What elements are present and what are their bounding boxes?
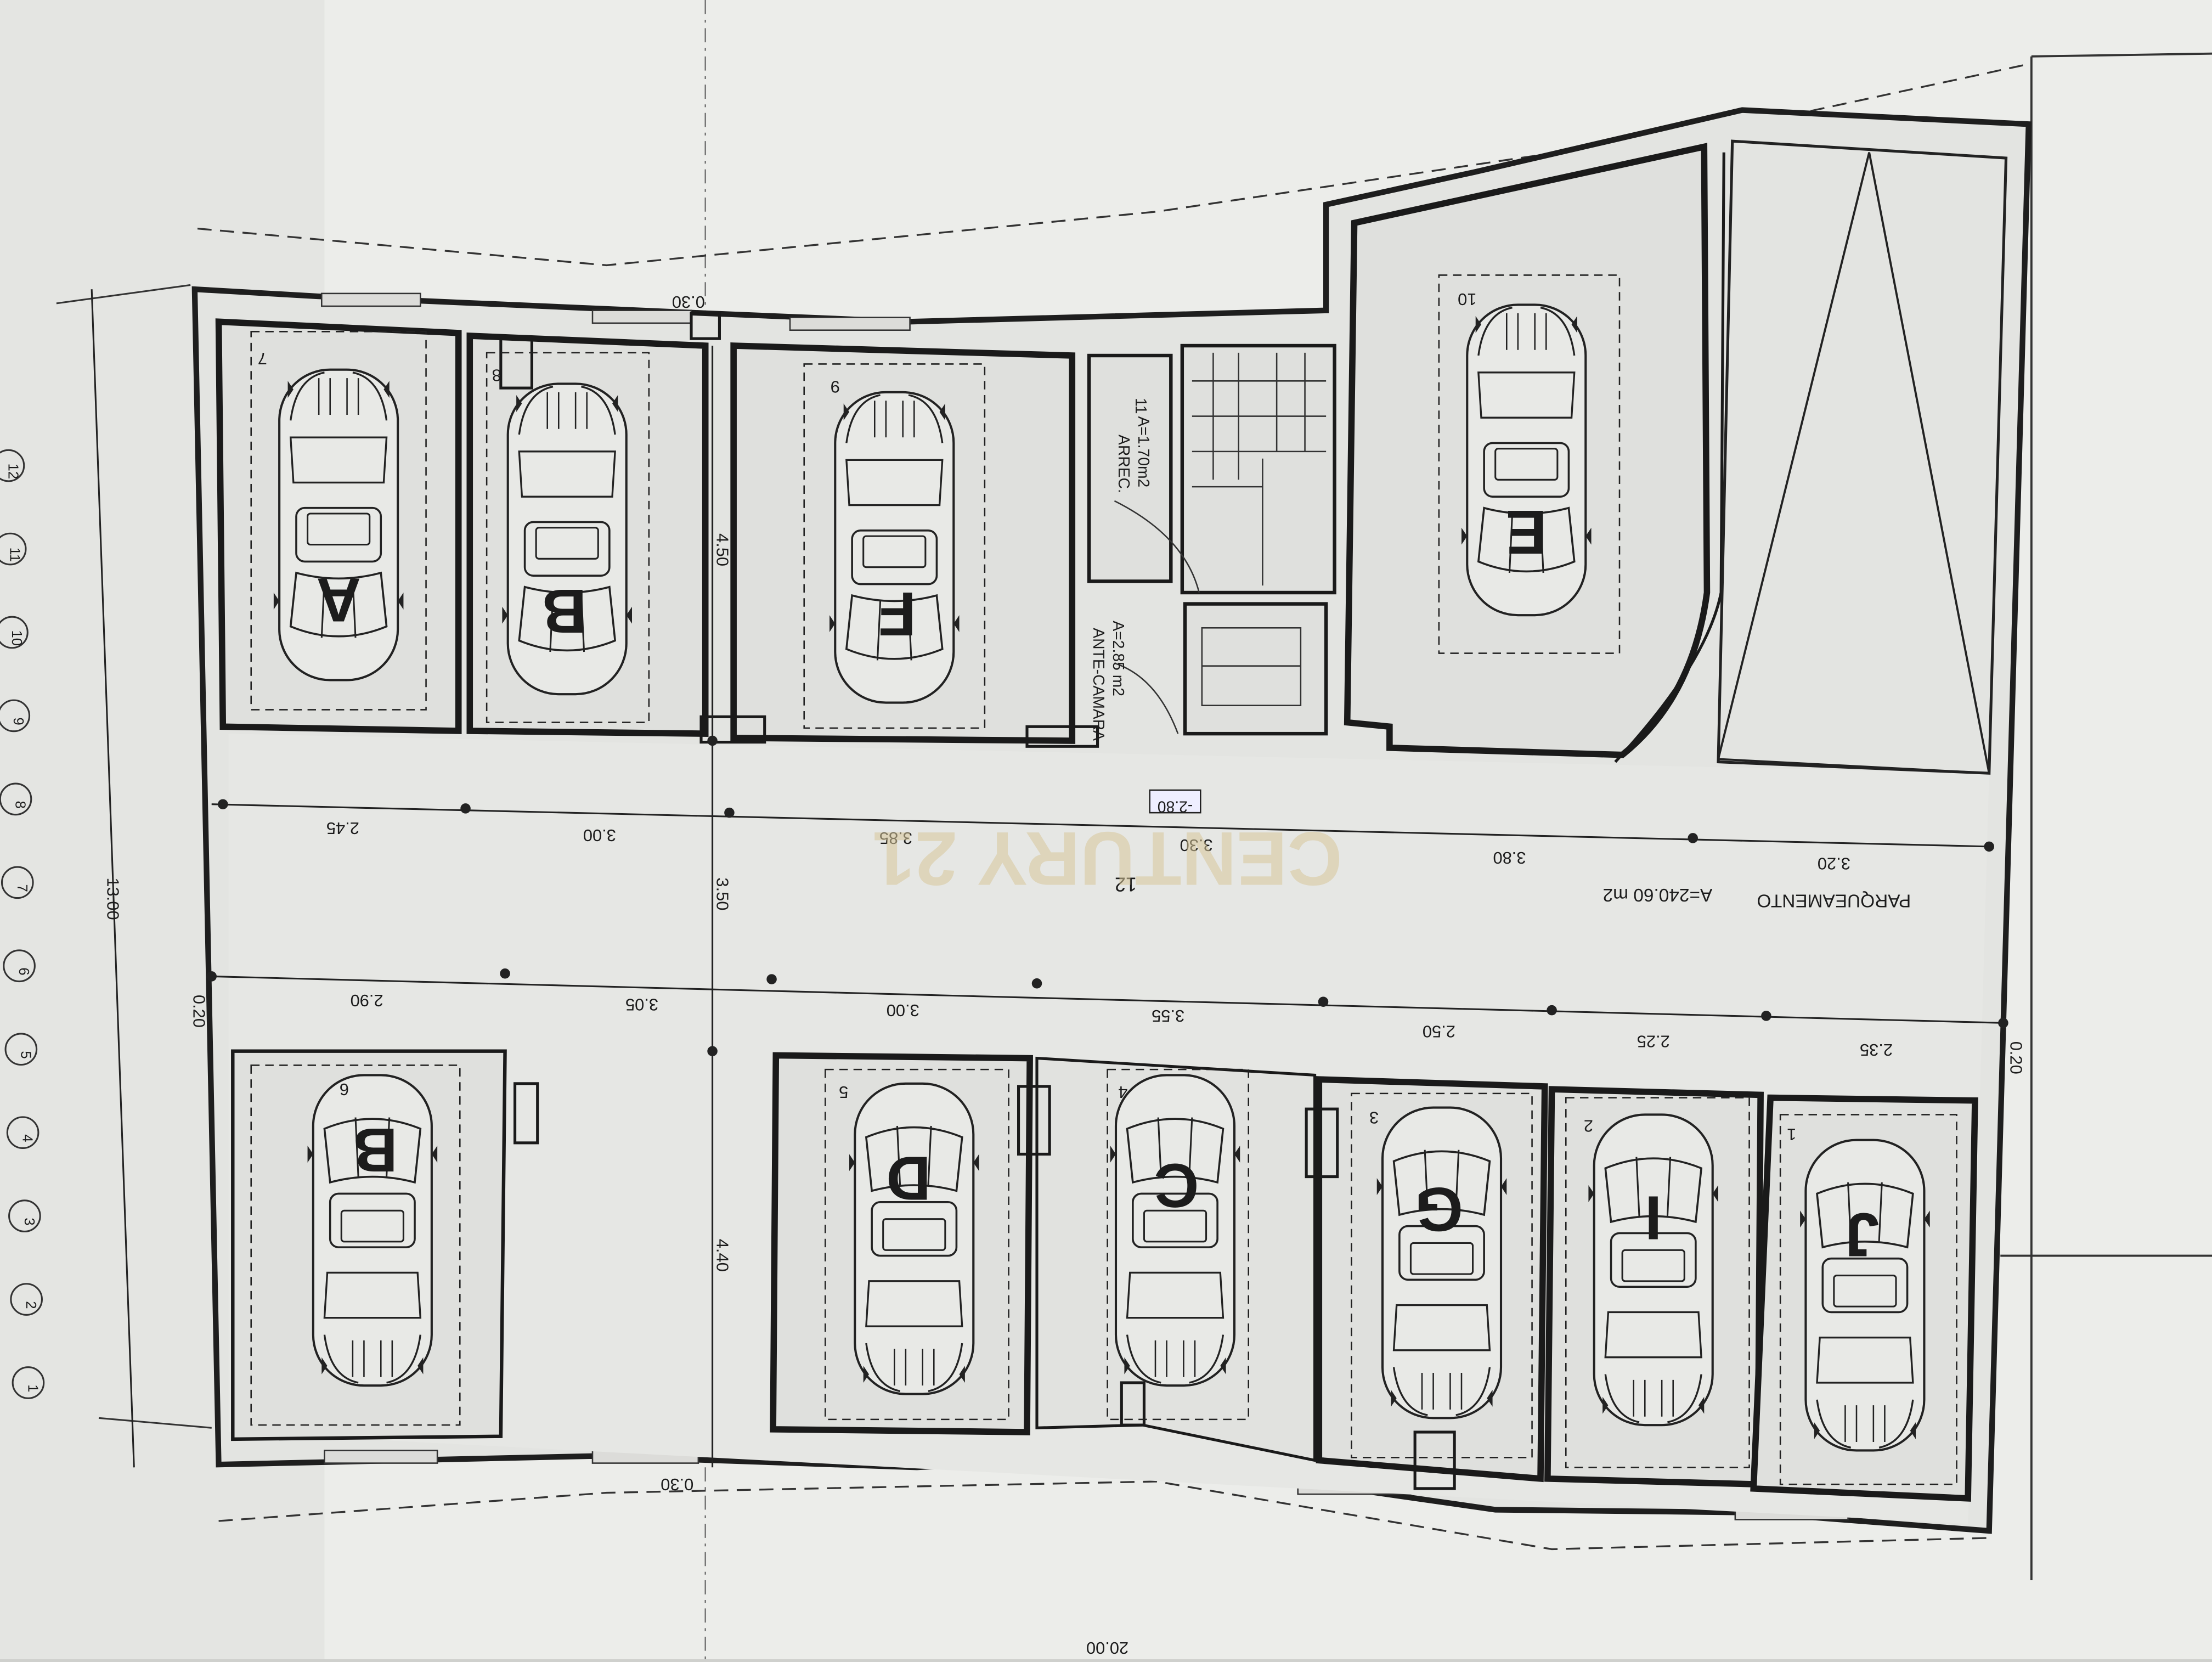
grid-marker-circle: [1, 866, 34, 899]
space-letter-2: I: [1645, 1184, 1662, 1253]
grid-marker-label: 10: [9, 630, 24, 646]
grid-marker-circle: [0, 532, 27, 566]
grid-marker-circle: [10, 1283, 43, 1316]
grid-marker: 4: [6, 1116, 40, 1149]
space-number-9: 9: [831, 377, 840, 396]
grid-marker-circle: [3, 949, 36, 983]
grid-marker-label: 6: [16, 967, 31, 975]
grid-marker-circle: [0, 616, 29, 649]
space-number-5: 5: [839, 1083, 848, 1102]
space-number-1: 1: [1787, 1125, 1796, 1144]
dim-total-depth: 13.00: [103, 877, 122, 920]
space-number-8: 8: [492, 366, 501, 385]
space-number-6: 6: [340, 1080, 349, 1099]
storage-area: A=1.70m2: [1135, 416, 1153, 488]
grid-marker: 6: [3, 949, 36, 983]
space-letter-9: F: [878, 579, 916, 649]
parking-number: 12: [1115, 873, 1137, 895]
space-letter-1: J: [1845, 1200, 1880, 1269]
space-letter-4: C: [1154, 1151, 1199, 1220]
watermark: CENTURY 21: [872, 816, 1342, 901]
grid-marker: 10: [0, 616, 29, 649]
dim-bottom-2: 3.05: [625, 995, 658, 1015]
dim-top-depth: 4.50: [713, 533, 732, 566]
grid-marker: 2: [10, 1283, 43, 1316]
dim-wall-bottom: 0.30: [661, 1475, 693, 1494]
grid-marker-label: 7: [14, 884, 30, 892]
grid-marker: 12: [0, 449, 25, 482]
grid-marker: 7: [1, 866, 34, 899]
grid-marker: 8: [0, 782, 32, 816]
grid-marker-label: 9: [10, 718, 26, 725]
dim-bottom-7: 2.35: [1860, 1040, 1893, 1060]
dim-bottom-5: 2.50: [1423, 1022, 1455, 1041]
storage-label: ARREC.: [1115, 435, 1133, 493]
dim-bottom-4: 3.55: [1152, 1006, 1184, 1026]
parking-label: PARQUEAMENTO: [1757, 890, 1911, 910]
grid-marker-label: 11: [7, 547, 22, 562]
space-letter-8: B: [542, 577, 587, 646]
grid-marker-label: 5: [18, 1051, 33, 1058]
space-letter-5: D: [886, 1144, 931, 1213]
grid-marker-label: 3: [21, 1218, 37, 1225]
grid-marker-label: 2: [23, 1301, 38, 1309]
dim-bottom-3: 3.00: [887, 1001, 919, 1020]
grid-marker-circle: [12, 1366, 45, 1399]
grid-marker-label: 12: [5, 464, 20, 480]
dim-top-2: 3.00: [583, 826, 616, 845]
grid-marker-label: 8: [13, 801, 28, 809]
grid-marker-circle: [8, 1199, 41, 1232]
dim-top-3: 3.85: [879, 829, 912, 848]
space-letter-6: B: [353, 1115, 398, 1185]
space-letter-3: G: [1415, 1175, 1463, 1244]
dim-bottom-depth: 4.40: [713, 1239, 732, 1272]
dim-top-4: 3.30: [1180, 836, 1213, 855]
grid-marker: 3: [8, 1199, 41, 1232]
grid-marker: 9: [0, 699, 31, 733]
space-letter-7: A: [316, 565, 361, 634]
grid-marker-circle: [4, 1033, 38, 1066]
antechamber-label: ANTE-CAMARA: [1090, 628, 1108, 741]
dim-bottom-6: 2.25: [1637, 1032, 1670, 1051]
parking-area: A=240.60 m2: [1603, 884, 1713, 905]
dim-edge-left: 0.20: [189, 995, 208, 1028]
dim-bottom-1: 2.90: [351, 991, 383, 1010]
dim-edge-right: 0.20: [2006, 1041, 2025, 1074]
space-letter-10: E: [1506, 498, 1547, 567]
grid-marker: 1: [12, 1366, 45, 1399]
space-number-2: 2: [1584, 1117, 1593, 1136]
dim-top-1: 2.45: [326, 819, 359, 838]
storage-number: 11: [1132, 398, 1150, 414]
level-tag: -2.80: [1158, 798, 1193, 816]
dim-wall-top: 0.30: [672, 292, 705, 312]
dim-top-6: 3.20: [1818, 854, 1850, 873]
space-number-4: 4: [1118, 1083, 1127, 1102]
grid-marker-circle: [0, 699, 31, 733]
grid-marker: 11: [0, 532, 27, 566]
space-number-10: 10: [1458, 290, 1476, 309]
grid-marker: 5: [4, 1033, 38, 1066]
grid-marker-label: 4: [20, 1134, 35, 1142]
dim-top-5: 3.80: [1493, 848, 1526, 867]
dim-aisle-width: 3.50: [713, 877, 732, 910]
grid-marker-circle: [6, 1116, 40, 1149]
space-number-7: 7: [258, 349, 267, 368]
antechamber-area: A=2.85 m2: [1110, 621, 1127, 696]
space-number-3: 3: [1369, 1108, 1379, 1127]
dim-total-width: 20.00: [1086, 1638, 1128, 1658]
grid-marker-circle: [0, 449, 25, 482]
grid-marker-circle: [0, 782, 32, 816]
grid-marker-label: 1: [25, 1384, 40, 1392]
